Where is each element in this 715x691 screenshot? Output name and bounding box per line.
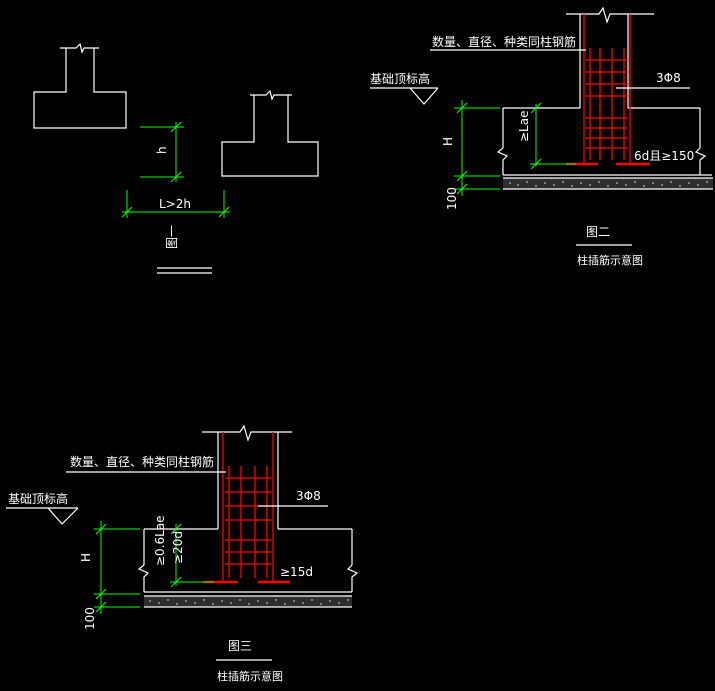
level-triangle <box>47 507 79 525</box>
subcaption-fig3: 柱插筋示意图 <box>217 669 283 683</box>
label-cover: 100 <box>83 607 97 630</box>
rebar-cage <box>203 432 290 584</box>
base-top-label: 基础顶标高 <box>8 491 68 506</box>
foundation-outline <box>502 107 701 148</box>
break-mark <box>60 42 99 54</box>
label-anchor-1: ≥0.6Lae <box>153 515 167 566</box>
caption-fig2: 图二 <box>586 225 610 239</box>
foundation-outline <box>143 528 353 565</box>
caption-fig1: 图一 <box>165 225 179 249</box>
footing-2-outline <box>221 95 319 177</box>
base-top-label: 基础顶标高 <box>370 71 430 86</box>
hook-label: 6d且≥150 <box>634 149 694 163</box>
break-mark <box>566 6 654 24</box>
subcaption-fig2: 柱插筋示意图 <box>577 253 643 267</box>
column-outline <box>217 432 279 529</box>
gravel-dots <box>509 181 708 187</box>
stirrup-label: 3Φ8 <box>296 489 321 503</box>
label-anchor: ≥Lae <box>517 111 531 142</box>
label-H: H <box>441 137 455 146</box>
break-mark <box>250 89 292 101</box>
gravel-bed <box>503 178 713 189</box>
callout-text: 数量、直径、种类同柱钢筋 <box>70 454 214 469</box>
caption-fig3: 图三 <box>228 639 252 653</box>
break-mark <box>202 424 292 442</box>
label-h: h <box>155 146 169 154</box>
label-cover: 100 <box>445 187 459 210</box>
stirrup-label: 3Φ8 <box>656 71 681 85</box>
label-H: H <box>79 553 93 562</box>
footing-1-outline <box>33 48 127 129</box>
figure-1: h L>2h 图一 <box>33 42 319 274</box>
column-outline <box>579 14 629 108</box>
label-L: L>2h <box>159 197 191 211</box>
label-anchor-2: ≥20d <box>171 531 185 564</box>
hook-label: ≥15d <box>280 565 313 579</box>
callout-text: 数量、直径、种类同柱钢筋 <box>432 34 576 49</box>
level-triangle <box>409 87 439 105</box>
gravel-bed <box>144 596 352 607</box>
gravel-dots <box>149 599 349 605</box>
rebar-cage <box>566 14 650 166</box>
figure-3: 数量、直径、种类同柱钢筋 3Φ8 基础顶标高 H 100 ≥0.6Lae ≥20… <box>6 424 359 683</box>
figure-2: 数量、直径、种类同柱钢筋 3Φ8 基础顶标高 H 100 ≥Lae 6d且≥15… <box>370 6 713 267</box>
